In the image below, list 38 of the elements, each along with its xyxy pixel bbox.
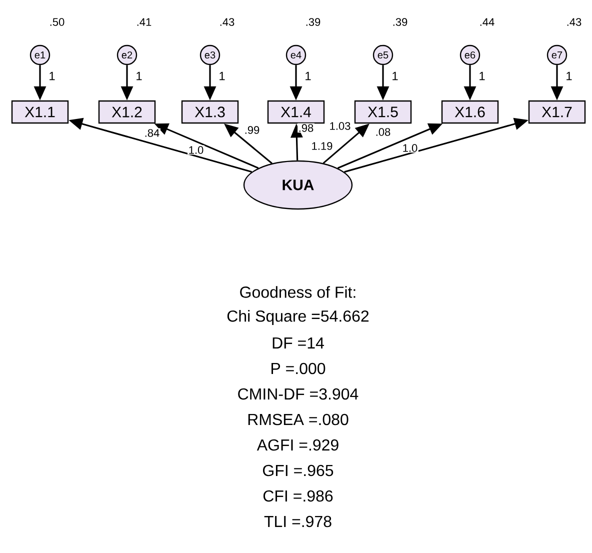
edge-label: 1 [480, 72, 485, 80]
fit-statistic: CFI =.986 [263, 490, 333, 502]
loading-value: 1.0 [188, 145, 204, 155]
fit-statistic: RMSEA =.080 [248, 414, 348, 426]
variable-box: X1.7 [528, 100, 586, 124]
variance-value: .39 [306, 18, 320, 26]
variance-value: .50 [50, 18, 64, 26]
variance-value: .43 [220, 18, 234, 26]
edge-label: 1 [392, 72, 398, 80]
loading-value: 1.0 [402, 143, 418, 153]
loading-value: .99 [244, 125, 260, 135]
variance-value: .43 [567, 18, 582, 26]
loading-value: 1.19 [310, 141, 334, 151]
edge-label: 1 [306, 72, 311, 80]
edge-label: 1 [566, 72, 572, 80]
variable-box: X1.3 [181, 100, 239, 124]
edge-label: 1 [220, 72, 225, 80]
variance-value: .44 [480, 18, 494, 26]
variable-box: X1.2 [98, 100, 156, 124]
fit-statistic: DF =14 [272, 337, 324, 348]
fit-statistic: CMIN-DF =3.904 [238, 388, 358, 400]
loading-value: .84 [144, 128, 160, 138]
edge-label: 1 [50, 72, 55, 80]
fit-statistic: P =.000 [272, 362, 326, 374]
fit-statistic: TLI =.978 [264, 516, 332, 528]
fit-statistic: GFI =.965 [263, 464, 334, 476]
variable-box: X1.1 [11, 100, 69, 124]
edge-label: 1 [136, 72, 142, 80]
loading-value: .08 [374, 127, 392, 137]
fit-statistic: AGFI =.929 [256, 439, 338, 451]
variance-value: .41 [137, 18, 152, 26]
variance-value: .39 [393, 18, 408, 26]
loading-value: 1.03 [328, 121, 352, 131]
fit-statistic: Goodness of Fit: [240, 286, 356, 298]
variable-box: X1.5 [354, 100, 412, 124]
variable-box: X1.4 [267, 100, 325, 124]
variable-box: X1.6 [441, 100, 499, 124]
fit-statistic: Chi Square =54.662 [227, 310, 369, 325]
